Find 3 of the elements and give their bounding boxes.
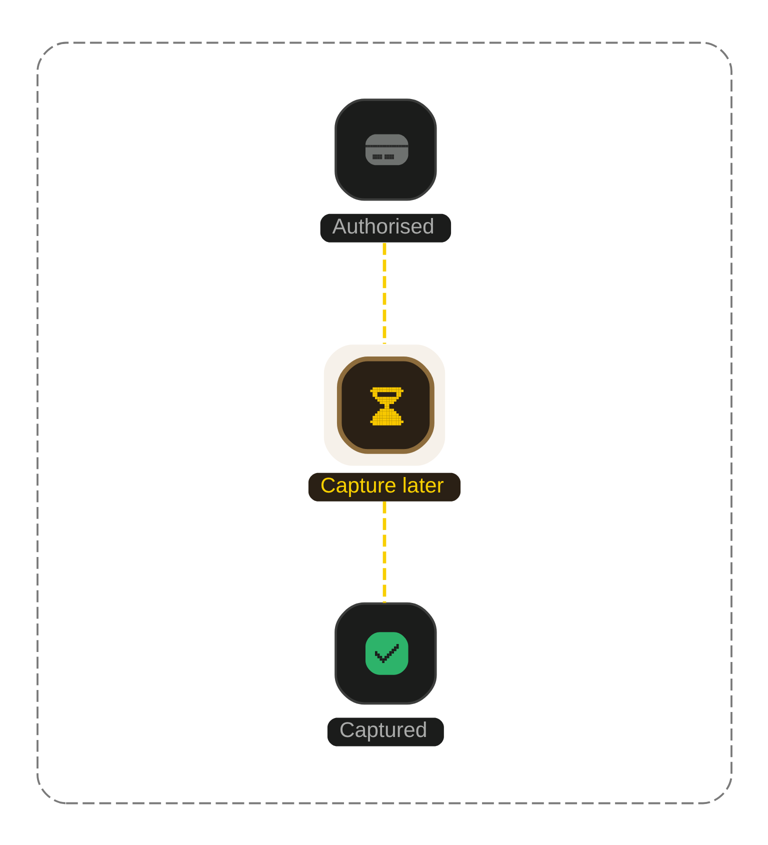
connector xyxy=(382,501,386,602)
connector xyxy=(382,242,386,344)
cluster xyxy=(36,41,732,804)
